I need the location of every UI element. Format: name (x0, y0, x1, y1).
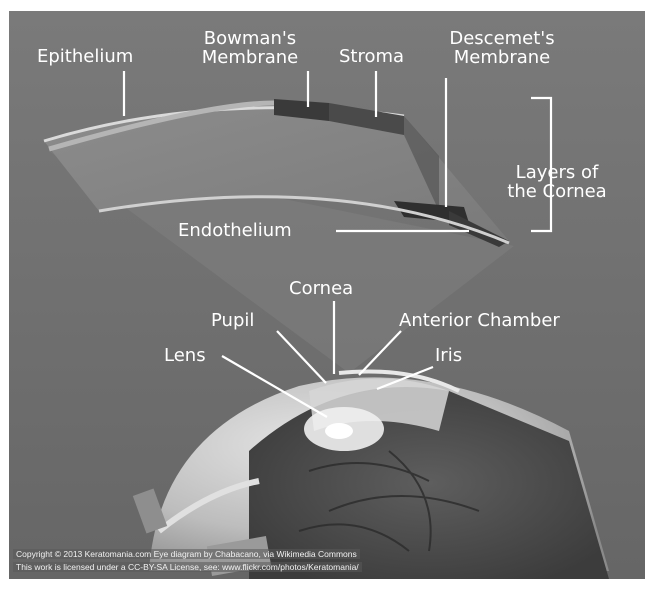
label-descemets-line1: Descemet's (437, 29, 567, 48)
label-cornea: Cornea (289, 279, 353, 298)
label-epithelium: Epithelium (37, 47, 133, 66)
copyright-credit: Copyright © 2013 Keratomania.com Eye dia… (13, 549, 360, 559)
license-credit: This work is licensed under a CC-BY-SA L… (13, 562, 362, 572)
label-descemets-membrane: Descemet's Membrane (437, 29, 567, 67)
label-iris: Iris (435, 346, 462, 365)
label-lens: Lens (164, 346, 206, 365)
label-pupil: Pupil (211, 311, 254, 330)
label-endothelium: Endothelium (178, 221, 292, 240)
label-layers-line1: Layers of (492, 163, 622, 182)
label-bowmans-membrane: Bowman's Membrane (190, 29, 310, 67)
cornea-diagram: Epithelium Bowman's Membrane Stroma Desc… (9, 11, 645, 579)
label-layers-of-cornea: Layers of the Cornea (492, 163, 622, 201)
label-bowmans-line1: Bowman's (190, 29, 310, 48)
label-anterior-chamber: Anterior Chamber (399, 311, 560, 330)
label-stroma: Stroma (339, 47, 404, 66)
label-bowmans-line2: Membrane (190, 48, 310, 67)
label-descemets-line2: Membrane (437, 48, 567, 67)
label-layers-line2: the Cornea (492, 182, 622, 201)
